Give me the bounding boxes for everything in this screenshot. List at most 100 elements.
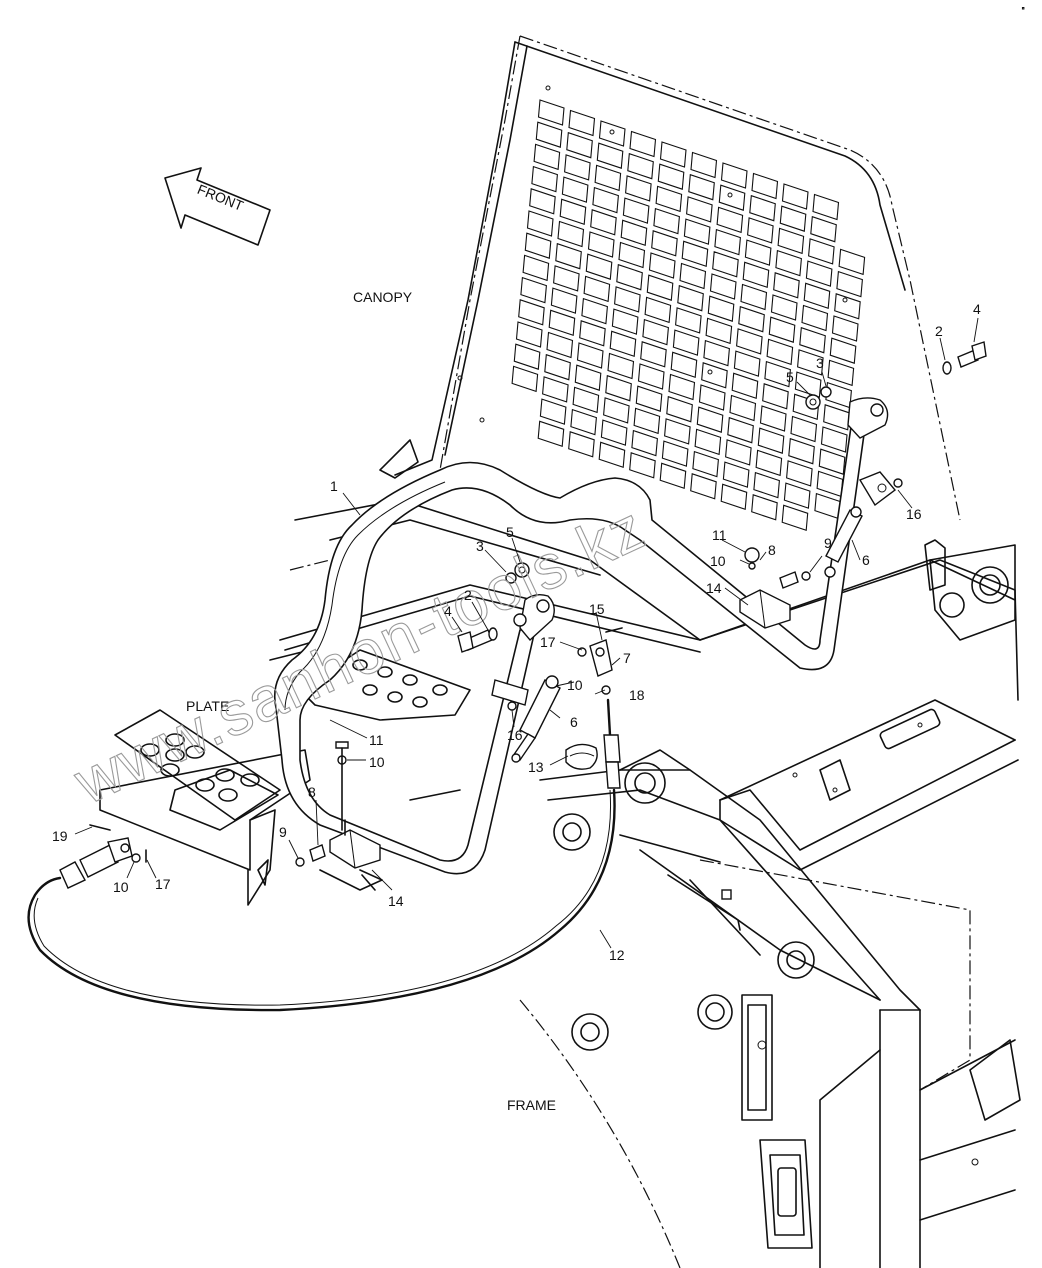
grille-opening xyxy=(744,239,772,266)
callout-5: 5 xyxy=(786,369,794,385)
grille-opening xyxy=(797,349,824,376)
grille-opening xyxy=(755,449,783,477)
grille-opening xyxy=(722,461,750,488)
grille-opening xyxy=(600,419,628,446)
canopy-panel: CANOPY xyxy=(353,35,961,532)
grille-opening xyxy=(622,197,650,224)
grille-opening xyxy=(834,293,861,320)
grille-opening xyxy=(603,397,630,424)
control-cable xyxy=(27,698,621,1012)
grille-opening xyxy=(607,352,635,380)
grille-opening xyxy=(775,249,802,277)
grille-opening xyxy=(529,188,556,215)
latch-bracket-right xyxy=(739,547,791,629)
grille-opening xyxy=(831,315,859,342)
gas-spring-right xyxy=(824,506,863,578)
grille-opening xyxy=(559,198,587,226)
callout-15: 15 xyxy=(589,601,605,617)
grille-opening xyxy=(688,173,715,201)
grille-opening xyxy=(579,320,606,347)
callout-3: 3 xyxy=(816,355,824,371)
grille-opening xyxy=(526,210,554,237)
grille-opening xyxy=(729,394,757,422)
grille-opening xyxy=(614,286,641,313)
grille-opening xyxy=(631,429,658,457)
grille-opening xyxy=(751,494,778,521)
grille-opening xyxy=(605,374,632,402)
grille-opening xyxy=(668,373,696,401)
grille-opening xyxy=(616,263,643,291)
nut-18 xyxy=(601,685,611,695)
grille-opening xyxy=(585,253,613,280)
seat-bar xyxy=(273,419,867,875)
callout-14: 14 xyxy=(706,580,722,596)
callout-17: 17 xyxy=(540,634,556,650)
grille-opening xyxy=(511,365,539,393)
grille-opening xyxy=(642,318,669,346)
grille-opening xyxy=(533,143,561,171)
grille-opening xyxy=(646,274,674,301)
grille-opening xyxy=(820,426,848,453)
callout-8: 8 xyxy=(308,784,316,800)
grille-opening xyxy=(812,193,840,221)
grille-opening xyxy=(768,316,796,343)
grille-opening xyxy=(659,462,687,490)
grille-opening xyxy=(666,395,693,423)
grille-opening xyxy=(814,492,841,520)
grille-opening xyxy=(522,254,550,282)
grille-opening xyxy=(546,331,574,359)
grille-opening xyxy=(548,309,576,337)
grille-opening xyxy=(720,162,748,189)
grille-opening xyxy=(799,326,826,354)
grille-opening xyxy=(637,363,665,390)
front-label: FRONT xyxy=(195,181,246,214)
callout-9: 9 xyxy=(824,535,832,551)
grille-opening xyxy=(696,406,724,433)
callout-13: 13 xyxy=(528,759,544,775)
grille-opening xyxy=(718,184,746,211)
grille-opening xyxy=(777,227,805,255)
grille-opening xyxy=(764,360,791,388)
callout-14: 14 xyxy=(388,893,404,909)
callout-10: 10 xyxy=(710,553,726,569)
canopy-label: CANOPY xyxy=(353,289,413,305)
grille-opening xyxy=(535,121,563,148)
cable-clip xyxy=(565,743,598,770)
grille-opening xyxy=(694,428,722,456)
grille-opening xyxy=(736,328,763,355)
grille-opening xyxy=(561,176,589,203)
grille-opening xyxy=(618,241,646,269)
grille-opening xyxy=(838,248,866,276)
callout-5: 5 xyxy=(506,524,514,540)
grille-opening xyxy=(742,261,770,289)
grille-opening xyxy=(524,232,552,259)
callout-2: 2 xyxy=(935,323,943,339)
grille-opening xyxy=(594,164,622,192)
grille-opening xyxy=(572,386,600,414)
grille-opening xyxy=(553,265,580,292)
cable-clevis xyxy=(577,627,623,695)
grille-opening xyxy=(653,207,680,235)
grille-opening xyxy=(657,163,685,190)
callout-18: 18 xyxy=(629,687,645,703)
grille-opening xyxy=(770,294,798,321)
grille-opening xyxy=(672,329,700,356)
grille-opening xyxy=(664,418,691,445)
grille-opening xyxy=(716,206,744,234)
grille-opening xyxy=(720,483,748,511)
callout-4: 4 xyxy=(973,301,981,317)
nut-5-left xyxy=(514,562,530,578)
grille-opening xyxy=(779,205,807,232)
grille-opening xyxy=(627,152,654,180)
grille-opening xyxy=(515,321,543,348)
callout-2: 2 xyxy=(464,587,472,603)
grille-opening xyxy=(703,339,730,367)
grille-opening xyxy=(709,273,737,300)
grille-opening xyxy=(520,276,547,304)
grille-opening xyxy=(568,431,595,458)
grille-opening xyxy=(762,383,789,410)
callout-16: 16 xyxy=(507,727,523,743)
grille-opening xyxy=(714,228,741,256)
plate-label: PLATE xyxy=(186,698,229,714)
callout-6: 6 xyxy=(862,552,870,568)
